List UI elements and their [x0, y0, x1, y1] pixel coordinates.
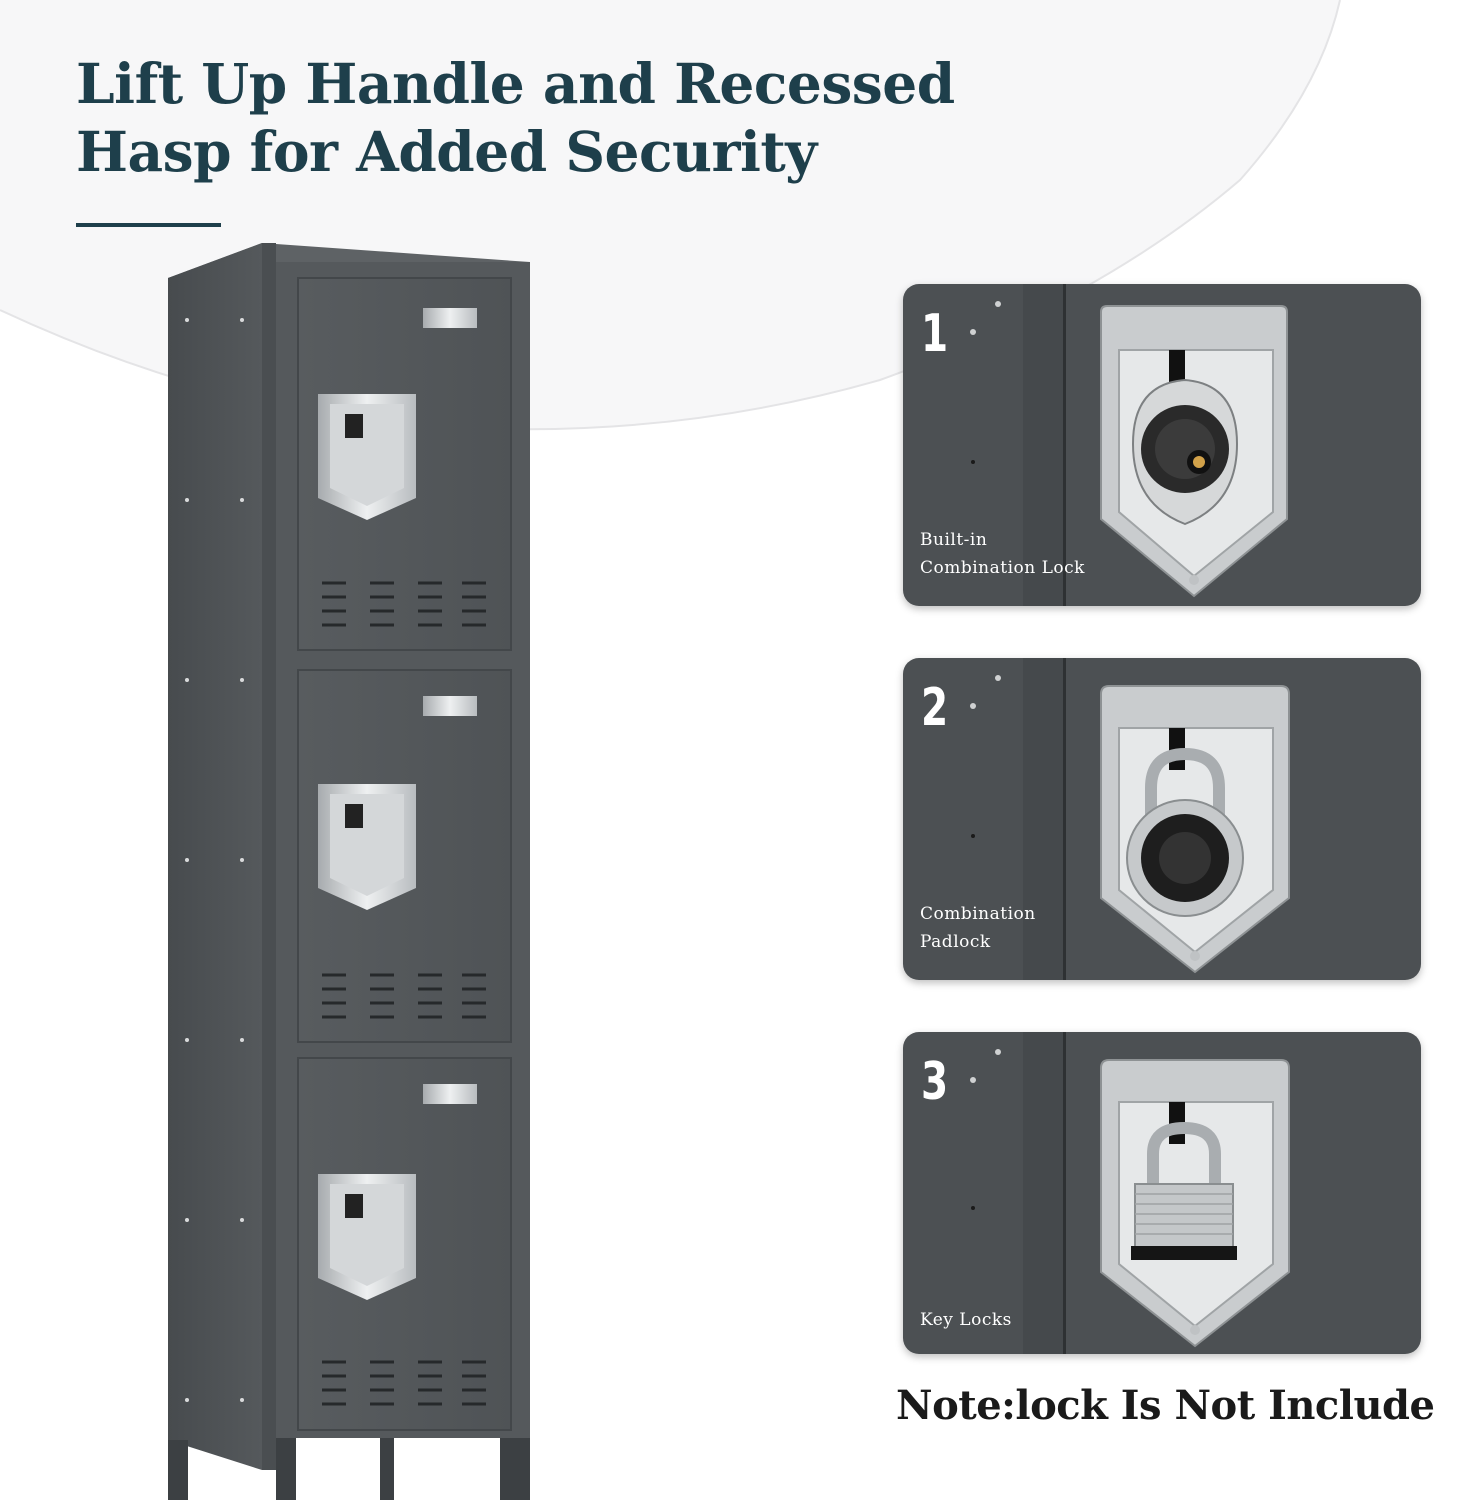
headline-underline	[76, 223, 221, 227]
step-number: 1	[921, 304, 949, 364]
keyed-padlock-icon	[970, 1032, 1290, 1354]
lock-caption: Built-in Combination Lock	[920, 526, 1085, 582]
headline-line-1: Lift Up Handle and Recessed	[76, 51, 955, 116]
caption-line-2: Combination Lock	[920, 558, 1085, 578]
combination-dial-lock-icon	[970, 284, 1288, 606]
locker-door-3	[297, 1057, 512, 1431]
combination-padlock-icon	[970, 658, 1290, 980]
lock-caption: Key Locks	[920, 1306, 1012, 1334]
caption-line-1: Key Locks	[920, 1310, 1012, 1330]
locker-door-2	[297, 669, 512, 1043]
step-number: 2	[921, 678, 949, 738]
lock-option-panel-3: 3 Key Locks	[903, 1032, 1421, 1354]
lock-option-panel-1: 1 Built-in Combination Lock	[903, 284, 1421, 606]
caption-line-1: Built-in	[920, 530, 988, 550]
headline: Lift Up Handle and Recessed Hasp for Add…	[76, 50, 955, 186]
lock-option-panel-2: 2 Combination Padlock	[903, 658, 1421, 980]
lock-not-included-note: Note:lock Is Not Include	[896, 1382, 1435, 1429]
caption-line-2: Padlock	[920, 932, 991, 952]
locker-door-1	[297, 277, 512, 651]
headline-line-2: Hasp for Added Security	[76, 119, 817, 184]
caption-line-1: Combination	[920, 904, 1036, 924]
step-number: 3	[921, 1052, 949, 1112]
lock-caption: Combination Padlock	[920, 900, 1036, 956]
